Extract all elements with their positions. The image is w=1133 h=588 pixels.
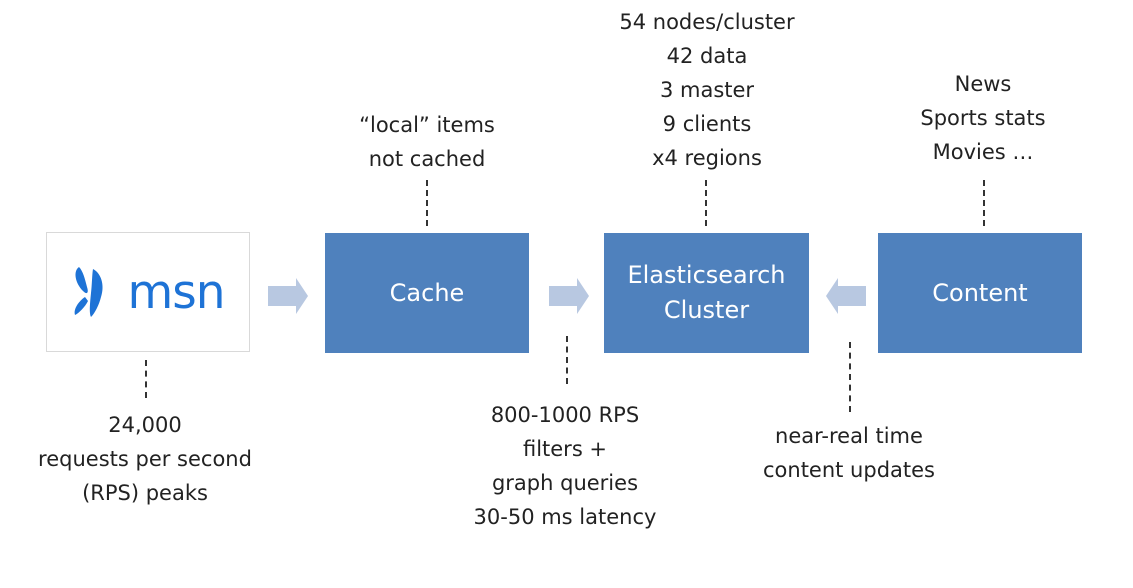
arrow-content-to-elasticsearch-icon [826,278,866,314]
connector-local-items [426,180,428,226]
msn-traffic-line3: (RPS) peaks [82,481,208,505]
content-types-line2: Sports stats [920,106,1046,130]
butterfly-icon [75,267,104,317]
msn-traffic-line2: requests per second [38,447,252,471]
cluster-stats-note: 54 nodes/cluster 42 data 3 master 9 clie… [597,5,817,175]
elasticsearch-cluster-box: Elasticsearch Cluster [604,233,809,353]
cluster-stats-line4: 9 clients [662,112,752,136]
cache-box: Cache [325,233,529,353]
msn-traffic-note: 24,000 requests per second (RPS) peaks [20,408,270,510]
msn-logo-box: msn [46,232,250,352]
local-items-note: “local” items not cached [327,108,527,176]
updates-line1: near-real time [775,424,923,448]
content-label: Content [932,278,1028,307]
query-load-line4: 30-50 ms latency [473,505,657,529]
content-types-line1: News [954,72,1012,96]
query-load-line2: filters + [522,437,608,461]
arrow-cache-to-elasticsearch-icon [549,278,589,314]
cluster-stats-line1: 54 nodes/cluster [619,10,795,34]
content-box: Content [878,233,1082,353]
query-load-line3: graph queries [491,471,639,495]
cluster-stats-line5: x4 regions [652,146,762,170]
local-items-line1: “local” items [359,113,495,137]
connector-updates [849,342,851,412]
elasticsearch-label-line1: Elasticsearch [627,261,786,289]
content-types-note: News Sports stats Movies … [893,67,1073,169]
cache-label: Cache [389,278,465,307]
updates-line2: content updates [762,458,935,482]
connector-query-load [566,336,568,384]
content-types-line3: Movies … [932,140,1034,164]
local-items-line2: not cached [368,147,486,171]
cluster-stats-line3: 3 master [659,78,755,102]
cluster-stats-line2: 42 data [666,44,748,68]
connector-msn-traffic [145,360,147,398]
query-load-note: 800-1000 RPS filters + graph queries 30-… [455,398,675,534]
connector-cluster-stats [705,180,707,226]
connector-content-types [983,180,985,226]
msn-traffic-line1: 24,000 [108,413,182,437]
msn-logo-text: msn [127,264,225,320]
arrow-msn-to-cache-icon [268,278,308,314]
elasticsearch-label-line2: Cluster [663,296,750,324]
updates-note: near-real time content updates [744,419,954,487]
query-load-line1: 800-1000 RPS [490,403,640,427]
